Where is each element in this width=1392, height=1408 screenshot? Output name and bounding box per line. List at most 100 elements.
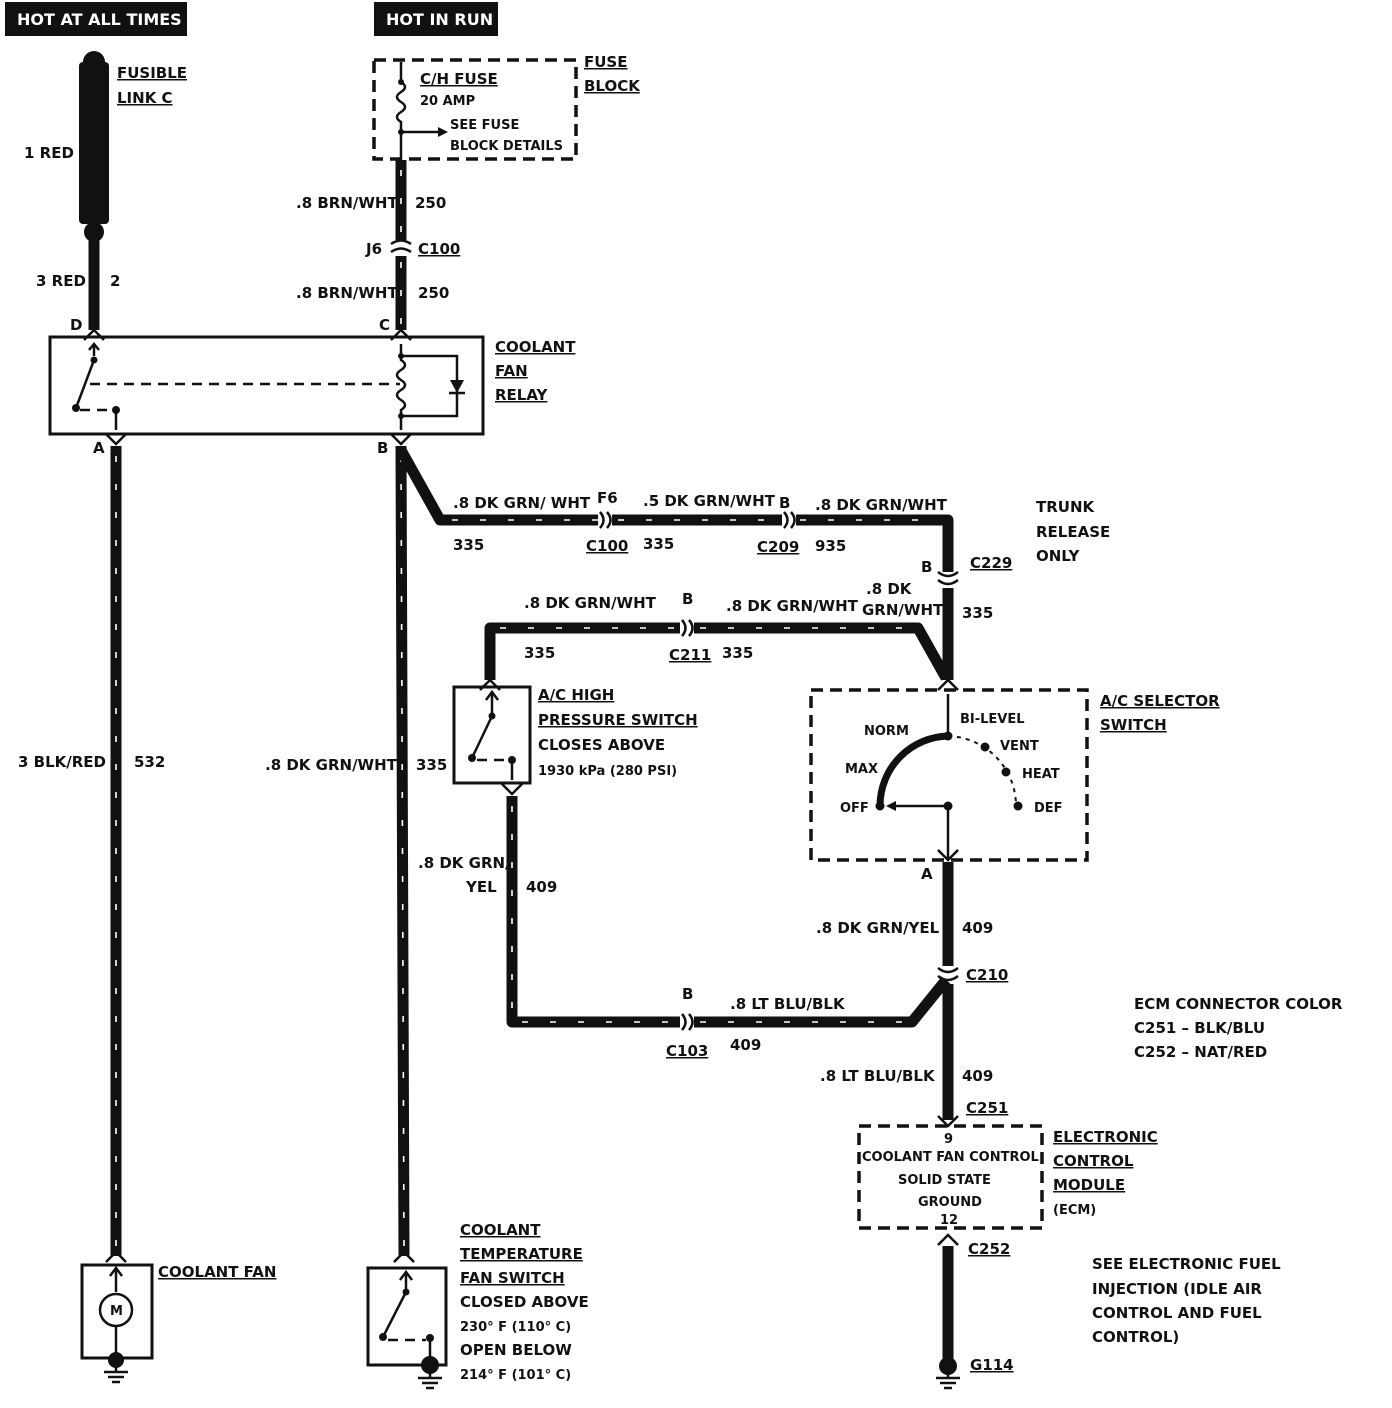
c209-label: C209 [757, 538, 799, 556]
wire-top-seg3-color: .8 DK GRN/WHT [815, 496, 948, 514]
selector-norm: NORM [864, 724, 909, 739]
coolant-fan-label: COOLANT FAN [158, 1263, 276, 1281]
ecm-line-2: SOLID STATE [898, 1173, 991, 1188]
connector-c209 [783, 511, 789, 529]
wire-335-mid-seg2 [694, 622, 951, 681]
arrow-right-icon [438, 127, 448, 137]
wire-3-red-label: 3 RED [36, 272, 86, 290]
c100-label-top: C100 [586, 537, 628, 555]
wire-409b-color: .8 DK GRN/YEL [816, 919, 940, 937]
g114-label: G114 [970, 1356, 1014, 1374]
svg-text:HOT AT ALL TIMES: HOT AT ALL TIMES [17, 10, 182, 29]
hp-switch-title-2: PRESSURE SWITCH [538, 711, 698, 729]
ecm-line-1: COOLANT FAN CONTROL [862, 1150, 1039, 1165]
wire-mid-seg2-color: .8 DK GRN/WHT [726, 597, 859, 615]
connector-c210 [937, 966, 959, 974]
relay-title-3: RELAY [495, 386, 549, 404]
fuse-block-title-2: BLOCK [584, 77, 641, 95]
wire-250-number-1: 250 [415, 194, 446, 212]
wire-409-bottom-seg [694, 976, 951, 1028]
c103-label: C103 [666, 1042, 708, 1060]
wire-409a-color-2: YEL [465, 878, 497, 896]
temp-switch-closed-above: CLOSED ABOVE [460, 1293, 589, 1311]
relay-title-1: COOLANT [495, 338, 576, 356]
selector-bilevel: BI-LEVEL [960, 712, 1025, 727]
c100-pin-j6: J6 [365, 240, 382, 258]
connector-c100-f6 [599, 511, 605, 529]
coolant-temp-switch-box [366, 1266, 448, 1367]
ecm-title-3: MODULE [1053, 1176, 1125, 1194]
wire-935-top-seg3 [796, 514, 954, 572]
fuse-block-title-1: FUSE [584, 53, 627, 71]
relay-diode-icon [450, 380, 464, 393]
wire-top-seg1-color: .8 DK GRN/ WHT [453, 494, 591, 512]
trunk-release-3: ONLY [1036, 547, 1081, 565]
ecm-line-3: GROUND [918, 1195, 982, 1210]
c209-pin-b: B [779, 494, 790, 512]
ac-selector-switch-box [809, 688, 1089, 862]
ground-icon [104, 1360, 128, 1384]
fuse-name: C/H FUSE [420, 70, 498, 88]
hp-switch-arm [470, 715, 494, 759]
connector-c229 [937, 570, 959, 578]
temp-switch-open-below: OPEN BELOW [460, 1341, 572, 1359]
temp-switch-title-2: TEMPERATURE [460, 1245, 583, 1263]
selector-off: OFF [840, 801, 869, 816]
c210-label: C210 [966, 966, 1008, 984]
c229-pin-b: B [921, 558, 932, 576]
ch-fuse-element [395, 62, 407, 160]
wire-circuit-2-number: 2 [110, 272, 120, 290]
ground-icon [936, 1366, 960, 1390]
fuse-details-1: SEE FUSE [450, 118, 519, 133]
trunk-release-2: RELEASE [1036, 523, 1110, 541]
relay-switch-arm [74, 359, 96, 409]
wire-335-number-vertical: 335 [416, 756, 447, 774]
temp-switch-title-1: COOLANT [460, 1221, 541, 1239]
wire-mid-seg1-number: 335 [524, 644, 555, 662]
ecm-title-2: CONTROL [1053, 1152, 1134, 1170]
c251-label: C251 [966, 1099, 1008, 1117]
connector-c103 [681, 1013, 687, 1031]
temp-switch-arm [381, 1291, 408, 1338]
selector-arc [947, 735, 1017, 806]
coolant-fan-relay-box [48, 335, 485, 436]
wire-top-seg1-number: 335 [453, 536, 484, 554]
wire-bottom-seg-number: 409 [730, 1036, 761, 1054]
fusible-link-c [79, 51, 109, 242]
selector-pin-a: A [921, 865, 933, 883]
efi-note-1: SEE ELECTRONIC FUEL [1092, 1255, 1281, 1273]
wire-335-top-seg1 [396, 447, 598, 526]
fuse-block-box [372, 58, 578, 161]
efi-note-4: CONTROL) [1092, 1328, 1179, 1346]
wire-409c-color: .8 LT BLU/BLK [820, 1067, 936, 1085]
relay-pin-d: D [70, 316, 82, 334]
selector-vent: VENT [1000, 739, 1039, 754]
wire-335-color-vertical: .8 DK GRN/WHT [265, 756, 398, 774]
wire-top-seg2-number: 335 [643, 535, 674, 553]
wire-532-color: 3 BLK/RED [18, 753, 106, 771]
ecm-colors-c252: C252 – NAT/RED [1134, 1043, 1267, 1061]
wire-250-number-2: 250 [418, 284, 449, 302]
ecm-box [857, 1124, 1044, 1230]
wire-409c-number: 409 [962, 1067, 993, 1085]
hp-switch-pressure: 1930 kPa (280 PSI) [538, 764, 677, 779]
ac-high-pressure-switch-box [452, 685, 532, 785]
ecm-colors-c251: C251 – BLK/BLU [1134, 1019, 1265, 1037]
fuse-details-2: BLOCK DETAILS [450, 139, 563, 154]
c103-pin-b: B [682, 985, 693, 1003]
wire-335-vertical-right-number: 335 [962, 604, 993, 622]
ecm-pin-12: 12 [940, 1213, 958, 1228]
selector-def: DEF [1034, 801, 1063, 816]
wire-335-vertical-right-color-1: .8 DK [866, 580, 913, 598]
ecm-title-4: (ECM) [1053, 1203, 1096, 1218]
efi-note-2: INJECTION (IDLE AIR [1092, 1280, 1262, 1298]
c211-label: C211 [669, 646, 711, 664]
wire-250-color-2: .8 BRN/WHT [296, 284, 398, 302]
wire-mid-seg1-color: .8 DK GRN/WHT [524, 594, 657, 612]
ecm-pin-9: 9 [944, 1132, 953, 1147]
relay-coil [395, 344, 407, 430]
c229-label: C229 [970, 554, 1012, 572]
fusible-link-title-2: LINK C [117, 89, 173, 107]
hot-at-all-times-label: HOT AT ALL TIMES [5, 2, 187, 36]
wire-335-mid-seg1 [484, 622, 680, 680]
